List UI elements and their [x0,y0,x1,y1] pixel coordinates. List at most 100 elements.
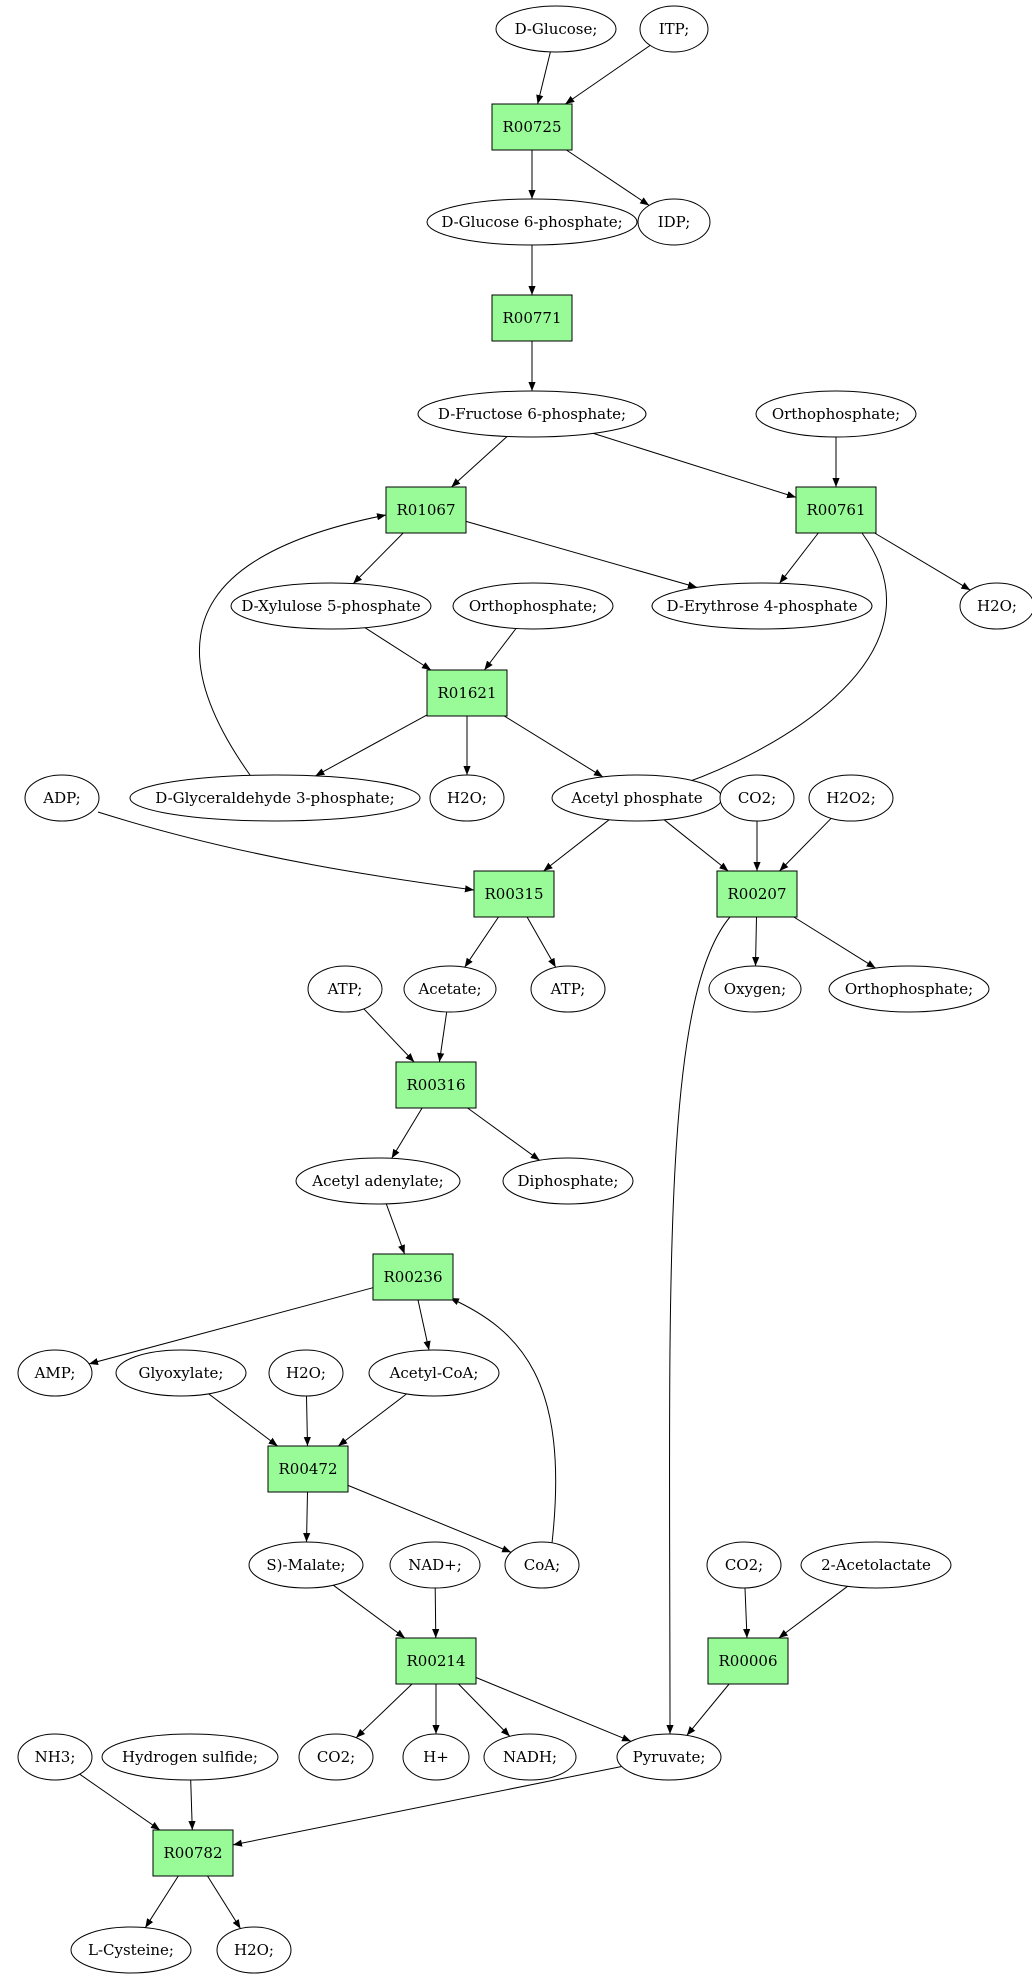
metabolite-node-co2c: CO2; [298,1733,374,1781]
edge-R00316-to-acad [391,1107,423,1159]
metabolite-ellipse [101,1733,279,1781]
node-label: R00315 [484,885,543,903]
edge-acetolactate-to-R00006 [778,1585,848,1639]
node-label: D-Glucose 6-phosphate; [441,213,622,231]
node-label: R00782 [163,1844,222,1862]
edge-nad-to-R00214 [432,1587,440,1639]
metabolite-node-amp: AMP; [17,1349,93,1397]
edge-R00472-to-malate [303,1491,311,1543]
edge-R00782-to-h2o4 [207,1875,241,1929]
metabolite-node-h2o4: H2O; [216,1926,292,1974]
edge-pyruvate-to-R00782 [232,1766,622,1847]
edge-R00236-to-accoa [417,1299,431,1351]
edge-coa-to-R00236 [449,1297,557,1544]
metabolite-node-acp: Acetyl phosphate [551,774,723,822]
metabolite-ellipse [808,774,894,822]
metabolite-ellipse [17,1349,93,1397]
edge-pi2-to-R01621 [484,628,517,671]
node-label: Acetyl phosphate [570,789,702,807]
metabolite-ellipse [637,198,711,246]
node-label: ADP; [42,789,80,807]
reaction-node-R00214: R00214 [395,1637,477,1685]
metabolite-node-h2o2b: H2O2; [808,774,894,822]
edge-R00207-to-pi3 [793,916,876,969]
metabolite-node-acetate: Acetate; [403,965,497,1013]
metabolite-node-nadh: NADH; [483,1733,577,1781]
metabolite-ellipse [129,774,421,822]
node-label: R00207 [727,885,786,903]
edge-R00316-to-ppi [467,1107,540,1161]
metabolite-node-atp1: ATP; [307,965,383,1013]
metabolite-node-e4p: D-Erythrose 4-phosphate [651,582,873,630]
metabolite-node-glucose: D-Glucose; [495,5,617,53]
node-label: R01621 [437,684,496,702]
node-label: CO2; [317,1748,355,1766]
edge-R00006-to-pyruvate [686,1683,730,1736]
node-label: Acetyl-CoA; [389,1364,479,1382]
metabolite-ellipse [307,965,383,1013]
edge-R01067-to-e4p [465,520,698,589]
node-label: R00236 [383,1268,442,1286]
node-label: Orthophosphate; [772,405,900,423]
metabolite-node-oxygen: Oxygen; [708,965,802,1013]
metabolite-ellipse [368,1349,500,1397]
metabolite-ellipse [452,582,614,630]
node-label: Diphosphate; [518,1172,619,1190]
edge-nh3-to-R00782 [79,1773,161,1831]
metabolite-node-pyruvate: Pyruvate; [616,1733,722,1781]
edge-glyox-to-R00472 [208,1393,278,1447]
reaction-node-R01067: R01067 [385,486,467,534]
metabolite-node-hplus: H+ [402,1733,470,1781]
edge-R00207-to-oxygen [752,916,760,967]
node-label: NH3; [35,1748,76,1766]
metabolite-ellipse [295,1157,461,1205]
metabolite-ellipse [959,582,1032,630]
reaction-node-R00207: R00207 [716,870,798,918]
metabolite-node-idp: IDP; [637,198,711,246]
metabolite-ellipse [502,1157,634,1205]
node-label: D-Xylulose 5-phosphate [241,597,420,615]
edge-R00214-to-nadh [458,1683,511,1737]
metabolite-ellipse [24,774,100,822]
reaction-node-R01621: R01621 [426,669,508,717]
node-label: D-Erythrose 4-phosphate [667,597,858,615]
metabolite-ellipse [248,1541,364,1589]
reaction-node-R00006: R00006 [707,1637,789,1685]
edge-accoa-to-R00472 [337,1393,407,1447]
edge-co2b-to-R00006 [743,1587,751,1639]
metabolite-ellipse [828,965,990,1013]
metabolite-ellipse [706,1541,782,1589]
edge-R00214-to-co2c [355,1683,413,1739]
node-label: Acetate; [417,980,481,998]
edge-f6p-to-R00761 [593,432,797,499]
metabolite-ellipse [504,1541,580,1589]
metabolite-node-acad: Acetyl adenylate; [295,1157,461,1205]
node-label: CO2; [738,789,776,807]
metabolite-node-coa: CoA; [504,1541,580,1589]
edge-R00761-to-e4p [779,532,819,584]
node-label: H2O2; [826,789,876,807]
edge-R01067-to-x5p [352,532,404,584]
edge-R01621-to-acp [503,715,604,778]
edge-h2o3-to-R00472 [303,1395,311,1447]
node-label: R00771 [502,309,561,327]
metabolite-node-h2s: Hydrogen sulfide; [101,1733,279,1781]
metabolite-ellipse [115,1349,247,1397]
metabolite-node-g6p: D-Glucose 6-phosphate; [426,198,638,246]
reaction-box [267,1445,349,1493]
metabolite-ellipse [800,1541,952,1589]
edge-R00236-to-amp [88,1287,374,1366]
node-label: IDP; [658,213,691,231]
metabolite-node-h2o3: H2O; [268,1349,344,1397]
edge-acad-to-R00236 [385,1203,406,1255]
reaction-node-R00315: R00315 [473,870,555,918]
node-label: ITP; [659,20,690,38]
node-label: Orthophosphate; [469,597,597,615]
node-label: Pyruvate; [633,1748,706,1766]
edge-f6p-to-R01067 [451,436,508,488]
metabolite-ellipse [639,5,709,53]
edge-R00315-to-acetate [464,916,499,968]
reaction-box [707,1637,789,1685]
metabolite-node-acetolactate: 2-Acetolactate [800,1541,952,1589]
